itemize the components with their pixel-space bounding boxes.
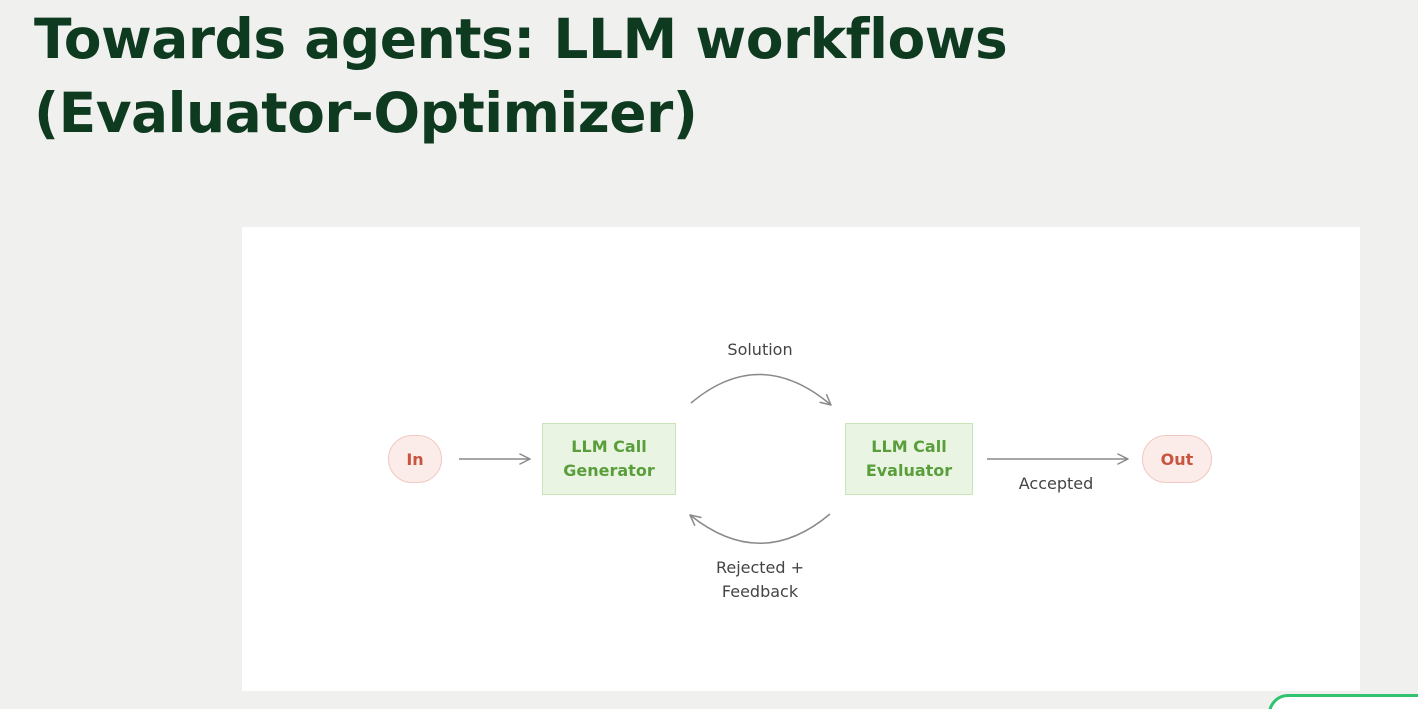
node-out: Out: [1142, 435, 1212, 483]
edge-label-rejected-feedback: Rejected + Feedback: [700, 556, 820, 604]
edge-label-rejected-line-1: Rejected +: [715, 558, 805, 577]
corner-badge: [1268, 694, 1418, 709]
page-title-line-1: Towards agents: LLM workflows: [34, 7, 1008, 71]
generator-label-line-1: LLM Call: [571, 437, 647, 456]
node-llm-call-evaluator: LLM Call Evaluator: [845, 423, 973, 495]
diagram-connectors: [459, 373, 1129, 544]
page-title: Towards agents: LLM workflows (Evaluator…: [34, 2, 1008, 150]
generator-label-line-2: Generator: [563, 461, 655, 480]
diagram-panel: In LLM Call Generator LLM Call Evaluator…: [242, 227, 1360, 691]
page-title-line-2: (Evaluator-Optimizer): [34, 81, 698, 145]
arrow-rejected-feedback: [689, 513, 831, 544]
edge-label-rejected-line-2: Feedback: [721, 582, 799, 601]
edge-label-solution: Solution: [727, 340, 793, 359]
evaluator-label-line-2: Evaluator: [865, 461, 953, 480]
node-in: In: [388, 435, 442, 483]
edge-label-accepted: Accepted: [1018, 474, 1094, 493]
node-llm-call-generator: LLM Call Generator: [542, 423, 676, 495]
evaluator-label-line-1: LLM Call: [871, 437, 947, 456]
node-in-label: In: [406, 449, 424, 469]
node-out-label: Out: [1160, 449, 1194, 469]
arrow-solution: [690, 373, 832, 406]
